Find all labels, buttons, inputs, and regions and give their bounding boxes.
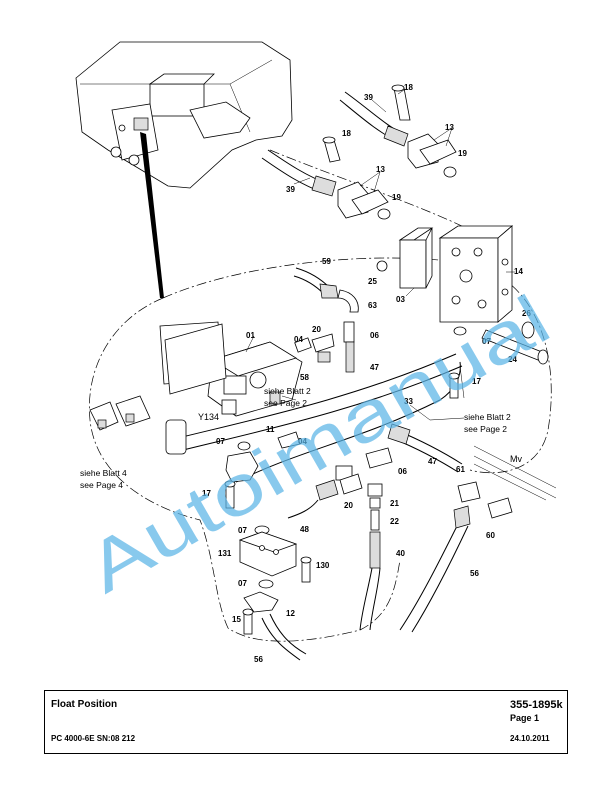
screw-head — [376, 260, 388, 272]
valve-plate — [398, 227, 434, 289]
callout-21: 21 — [390, 499, 399, 508]
callout-59: 59 — [322, 257, 331, 266]
callout-47-top: 47 — [370, 363, 379, 372]
long-bolt — [481, 329, 549, 365]
drawing-number: 355-1895k — [510, 699, 563, 711]
reference-notes: siehe Blatt 2 see Page 2 siehe Blatt 2 s… — [80, 386, 511, 490]
drawing-date: 24.10.2011 — [510, 734, 550, 743]
fittings-middle — [335, 447, 393, 531]
callout-39-mid: 39 — [286, 185, 295, 194]
callout-60: 60 — [486, 531, 495, 540]
note-blatt2-de: siehe Blatt 2 — [264, 386, 311, 396]
drawing-title: Float Position — [51, 699, 118, 710]
page-number: Page 1 — [510, 713, 540, 723]
control-valve-block — [438, 225, 514, 323]
callout-40: 40 — [396, 549, 405, 558]
callout-58: 58 — [300, 373, 309, 382]
note-blatt2b-de: siehe Blatt 2 — [464, 412, 511, 422]
callout-22: 22 — [390, 517, 399, 526]
title-block: Float Position PC 4000-6E SN:08 212 355-… — [44, 690, 568, 754]
callout-61: 61 — [456, 465, 465, 474]
detail-leader — [140, 132, 164, 298]
o-ring — [453, 326, 467, 336]
callout-13-mid: 13 — [376, 165, 385, 174]
callout-03: 03 — [396, 295, 405, 304]
callout-131: 131 — [218, 549, 232, 558]
callout-11: 11 — [266, 425, 275, 434]
callout-04-mid: 04 — [298, 437, 307, 446]
callout-13-top: 13 — [445, 123, 454, 132]
bolt-17-right — [448, 372, 460, 399]
callout-33: 33 — [404, 397, 413, 406]
flange-assembly-upper — [339, 84, 457, 178]
callout-04-top: 04 — [294, 335, 303, 344]
callout-20-top: 20 — [312, 325, 321, 334]
note-blatt4-en: see Page 4 — [80, 480, 123, 490]
callout-25: 25 — [368, 277, 377, 286]
callout-56-low: 56 — [254, 655, 263, 664]
callout-07-low2: 07 — [238, 579, 247, 588]
callout-07-mid: 07 — [216, 437, 225, 446]
callout-24: 24 — [508, 355, 517, 364]
callout-20-mid: 20 — [344, 501, 353, 510]
leader-lines — [245, 89, 515, 421]
callout-17-left: 17 — [202, 489, 211, 498]
connector-detail-left — [89, 395, 151, 431]
exploded-parts-diagram: 18 39 13 18 19 13 39 19 59 14 25 03 63 2… — [73, 41, 563, 664]
fittings-60-61 — [457, 481, 513, 519]
callout-63: 63 — [368, 301, 377, 310]
callout-48: 48 — [300, 525, 309, 534]
flange-lower-left — [224, 441, 259, 509]
callout-18-top: 18 — [404, 83, 413, 92]
callout-06-mid: 06 — [398, 467, 407, 476]
callout-56-right: 56 — [470, 569, 479, 578]
callout-12: 12 — [286, 609, 295, 618]
callout-19-top: 19 — [458, 149, 467, 158]
callout-26: 26 — [522, 309, 531, 318]
note-blatt2-en: see Page 2 — [264, 398, 307, 408]
model-serial: PC 4000-6E SN:08 212 — [51, 734, 136, 743]
hose-59 — [293, 267, 359, 313]
note-blatt2b-en: see Page 2 — [464, 424, 507, 434]
hose-47 — [387, 423, 463, 473]
callout-y134: Y134 — [198, 412, 219, 422]
callout-mv: Mv — [510, 454, 522, 464]
hose-40 — [359, 531, 381, 631]
lower-valve-stack — [238, 525, 312, 661]
machine-overview — [75, 41, 293, 189]
mounting-plate — [164, 323, 227, 395]
callout-15: 15 — [232, 615, 241, 624]
callout-130: 130 — [316, 561, 330, 570]
callout-06-top: 06 — [370, 331, 379, 340]
callout-07-low1: 07 — [238, 526, 247, 535]
callout-39-top: 39 — [364, 93, 373, 102]
hose-48 — [287, 479, 339, 519]
flange-assembly-lower — [261, 136, 391, 220]
frame-mv — [473, 445, 557, 501]
assembly-boundary — [162, 257, 552, 474]
pipe-33 — [165, 353, 463, 455]
callout-01: 01 — [246, 331, 255, 340]
callout-07-right: 07 — [482, 337, 491, 346]
fittings-left — [277, 321, 355, 449]
callout-14: 14 — [514, 267, 523, 276]
plug — [521, 321, 535, 339]
note-blatt4-de: siehe Blatt 4 — [80, 468, 127, 478]
callout-17-right: 17 — [472, 377, 481, 386]
callout-47-mid: 47 — [428, 457, 437, 466]
callout-18-mid: 18 — [342, 129, 351, 138]
hose-56-right — [399, 505, 471, 633]
callout-19-mid: 19 — [392, 193, 401, 202]
callouts: 18 39 13 18 19 13 39 19 59 14 25 03 63 2… — [198, 83, 531, 664]
